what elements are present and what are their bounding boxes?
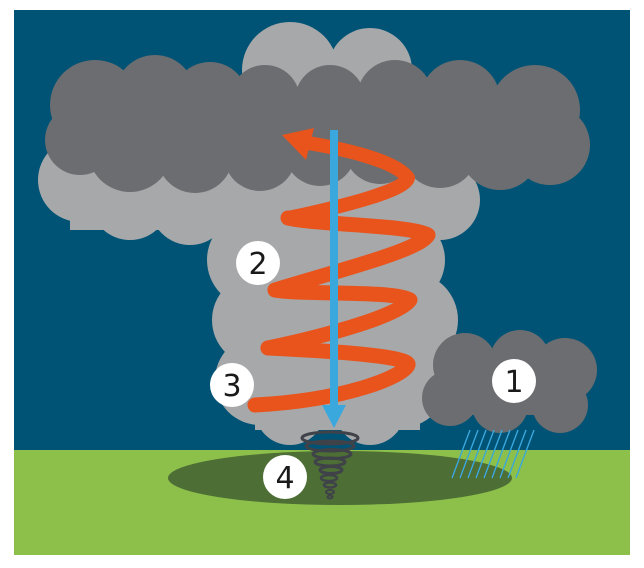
- label-1: 1: [492, 359, 536, 403]
- label-4-text: 4: [275, 461, 294, 496]
- ground-shadow: [168, 451, 512, 505]
- label-3: 3: [210, 363, 254, 407]
- label-2-text: 2: [248, 247, 267, 282]
- label-1-text: 1: [504, 365, 523, 400]
- label-2: 2: [236, 241, 280, 285]
- rain-icon: [451, 429, 535, 479]
- tornado-icon: [300, 430, 360, 500]
- label-3-text: 3: [222, 369, 241, 404]
- downdraft-arrow-icon: [322, 130, 346, 428]
- dark-anvil-cloud: [45, 55, 590, 193]
- label-4: 4: [263, 455, 307, 499]
